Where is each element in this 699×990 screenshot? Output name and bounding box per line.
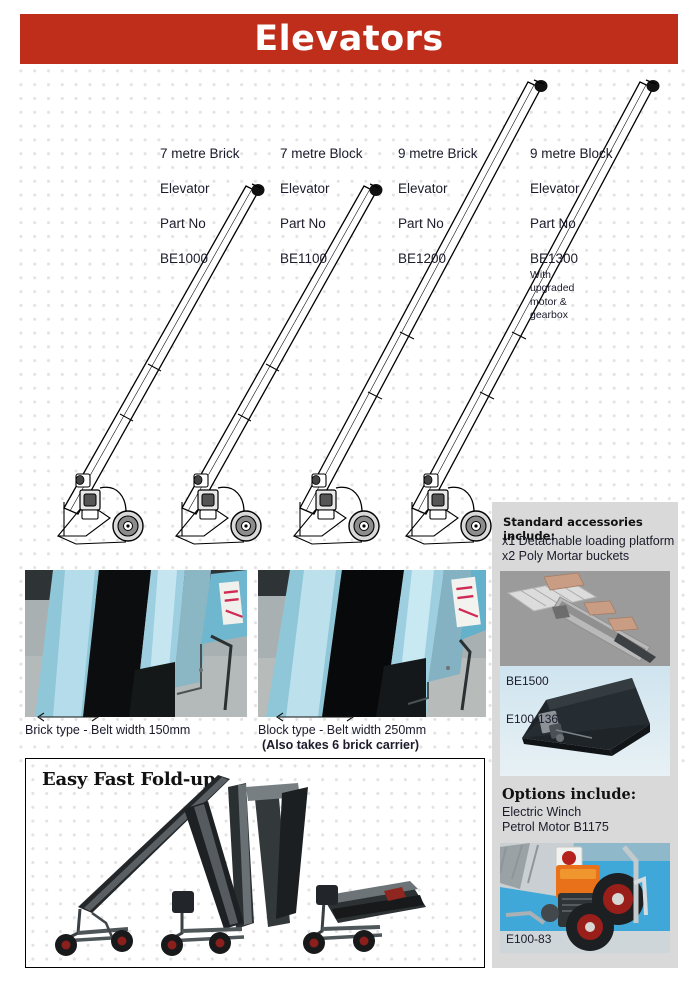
product-3-name: 9 metre Brick bbox=[398, 145, 478, 161]
block-belt-caption-secondary: (Also takes 6 brick carrier) bbox=[262, 738, 420, 752]
elevator-4-mast bbox=[411, 79, 660, 515]
mortar-bucket-label: BE1500 bbox=[506, 674, 549, 688]
product-2-name: 7 metre Block bbox=[280, 145, 363, 161]
options-line-2: Petrol Motor B1175 bbox=[502, 820, 609, 834]
accessories-line-2: x2 Poly Mortar buckets bbox=[502, 549, 630, 563]
product-3-part-no: BE1200 bbox=[398, 251, 447, 267]
petrol-motor-art bbox=[500, 843, 670, 953]
foldup-title: Easy Fast Fold-up bbox=[42, 769, 216, 790]
block-belt-dimension-arrow bbox=[276, 712, 354, 722]
page-header-banner: Elevators bbox=[20, 14, 678, 64]
product-label-3: 9 metre Brick Elevator Part No BE1200 bbox=[398, 127, 478, 268]
product-label-1: 7 metre Brick Elevator Part No BE1000 bbox=[160, 127, 240, 268]
loading-platform-photo bbox=[500, 571, 670, 666]
block-belt-photo-art bbox=[258, 570, 486, 717]
brick-belt-photo bbox=[25, 570, 247, 717]
elevator-illustrations bbox=[20, 64, 678, 569]
foldup-stage-folding bbox=[161, 783, 308, 956]
product-3-line3: Part No bbox=[398, 215, 444, 231]
options-heading: Options include: bbox=[502, 786, 637, 803]
standard-accessories-heading: Standard accessories include: bbox=[503, 515, 643, 543]
elevator-3-mast bbox=[299, 79, 548, 515]
foldup-sequence-photo bbox=[55, 775, 426, 956]
elevator-2-mast bbox=[181, 183, 383, 515]
product-4-name: 9 metre Block bbox=[530, 145, 613, 161]
accessories-line-1: x1 Detachable loading platform bbox=[502, 534, 675, 548]
foldup-panel: Easy Fast Fold-up bbox=[25, 758, 485, 968]
block-belt-photo bbox=[258, 570, 486, 717]
brick-belt-dimension-arrow bbox=[37, 712, 99, 722]
product-label-4: 9 metre Block Elevator Part No BE1300 Wi… bbox=[530, 127, 613, 340]
product-1-line2: Elevator bbox=[160, 180, 210, 196]
page-title: Elevators bbox=[254, 18, 444, 59]
product-3-line2: Elevator bbox=[398, 180, 448, 196]
product-1-name: 7 metre Brick bbox=[160, 145, 240, 161]
elevator-line-art-svg bbox=[57, 79, 660, 545]
petrol-motor-label: E100-83 bbox=[506, 932, 552, 946]
loading-platform-art bbox=[500, 571, 670, 666]
product-2-line3: Part No bbox=[280, 215, 326, 231]
mortar-bucket-photo bbox=[500, 666, 670, 776]
product-2-line2: Elevator bbox=[280, 180, 330, 196]
product-1-line3: Part No bbox=[160, 215, 206, 231]
product-1-part-no: BE1000 bbox=[160, 251, 209, 267]
product-2-part-no: BE1100 bbox=[280, 251, 328, 267]
loading-platform-label: E100-136 bbox=[506, 712, 559, 726]
block-belt-caption: Block type - Belt width 250mm bbox=[258, 723, 427, 737]
brick-belt-photo-art bbox=[25, 570, 247, 717]
mortar-bucket-art bbox=[500, 666, 670, 776]
brick-belt-caption: Brick type - Belt width 150mm bbox=[25, 723, 191, 737]
product-4-line3: Part No bbox=[530, 215, 576, 231]
product-label-2: 7 metre Block Elevator Part No BE1100 bbox=[280, 127, 363, 268]
foldup-stage-folded bbox=[303, 881, 426, 954]
product-4-part-no: BE1300 bbox=[530, 251, 579, 267]
options-line-1: Electric Winch bbox=[502, 805, 582, 819]
petrol-motor-photo bbox=[500, 843, 670, 953]
product-4-line2: Elevator bbox=[530, 180, 580, 196]
accessories-sidebar: Standard accessories include: x1 Detacha… bbox=[492, 502, 678, 968]
elevator-1-mast bbox=[63, 183, 265, 515]
product-4-note: With upgraded motor & gearbox bbox=[530, 268, 575, 322]
